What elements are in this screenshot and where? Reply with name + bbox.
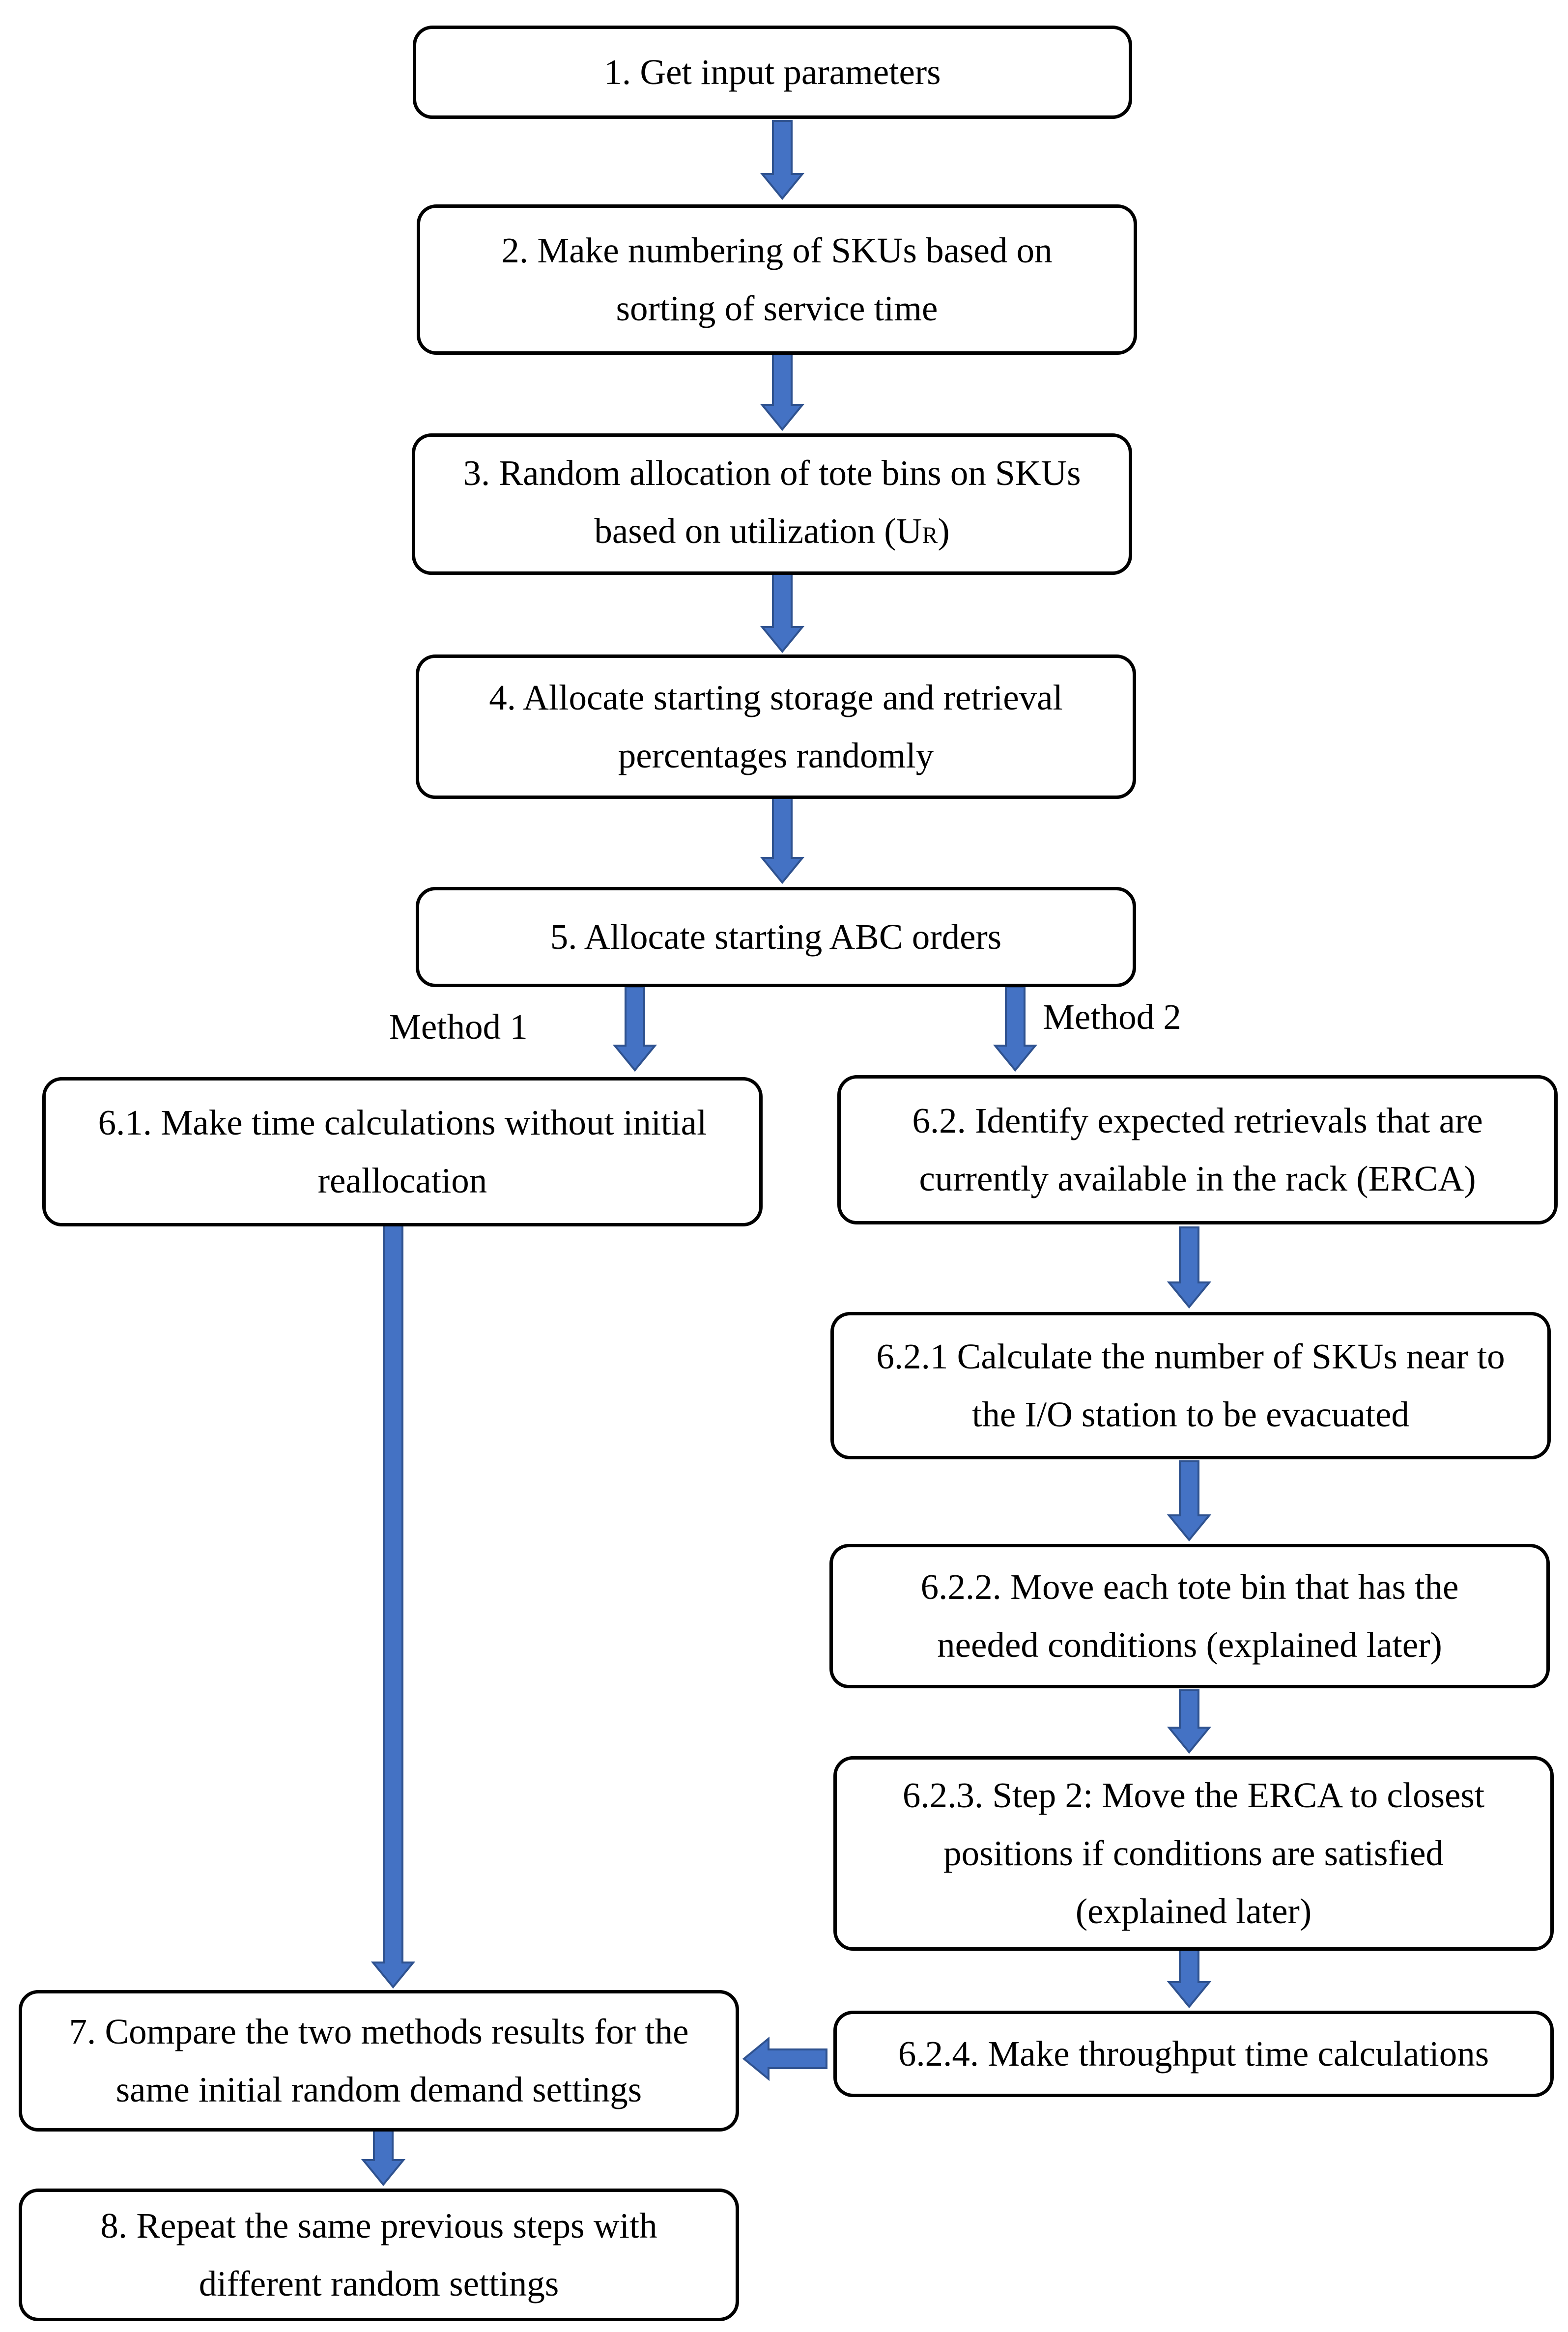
arrow-6-2-4-to-7 (742, 2036, 827, 2081)
step-6-2-3-box: 6.2.3. Step 2: Move the ERCA to closest … (833, 1756, 1554, 1951)
arrow-1-to-2 (760, 120, 805, 200)
step-3-text-end: ) (938, 511, 950, 551)
method-1-label: Method 1 (389, 1007, 528, 1047)
arrow-5-to-6-2 (993, 986, 1038, 1072)
step-6-2-box: 6.2. Identify expected retrievals that a… (837, 1075, 1558, 1224)
step-4-box: 4. Allocate starting storage and retriev… (416, 654, 1136, 799)
step-6-2-1-box: 6.2.1 Calculate the number of SKUs near … (830, 1312, 1551, 1459)
step-8-box: 8. Repeat the same previous steps with d… (19, 2189, 739, 2321)
method-2-label: Method 2 (1043, 997, 1181, 1037)
step-6-1-box: 6.1. Make time calculations without init… (42, 1077, 763, 1226)
step-1-box: 1. Get input parameters (413, 26, 1132, 119)
arrow-6-2-2-to-6-2-3 (1167, 1689, 1212, 1754)
step-2-text: 2. Make numbering of SKUs based on sorti… (501, 230, 1053, 328)
arrow-2-to-3 (760, 352, 805, 431)
step-7-box: 7. Compare the two methods results for t… (19, 1990, 739, 2132)
step-4-text: 4. Allocate starting storage and retriev… (489, 678, 1063, 775)
step-5-box: 5. Allocate starting ABC orders (416, 887, 1136, 987)
step-6-1-text: 6.1. Make time calculations without init… (98, 1103, 707, 1200)
step-2-box: 2. Make numbering of SKUs based on sorti… (417, 204, 1137, 355)
step-6-2-2-text: 6.2.2. Move each tote bin that has the n… (920, 1567, 1459, 1665)
step-3-box: 3. Random allocation of tote bins on SKU… (412, 433, 1132, 575)
step-1-text: 1. Get input parameters (604, 52, 941, 92)
step-3-text-main: 3. Random allocation of tote bins on SKU… (463, 453, 1081, 551)
arrow-6-2-1-to-6-2-2 (1167, 1460, 1212, 1542)
arrow-7-to-8 (361, 2128, 406, 2187)
step-6-2-4-box: 6.2.4. Make throughput time calculations (833, 2011, 1554, 2097)
step-3-subscript: R (922, 522, 938, 548)
step-8-text: 8. Repeat the same previous steps with d… (100, 2206, 657, 2304)
step-6-2-4-text: 6.2.4. Make throughput time calculations (898, 2034, 1489, 2074)
step-6-2-2-box: 6.2.2. Move each tote bin that has the n… (829, 1544, 1550, 1688)
arrow-4-to-5 (760, 797, 805, 884)
step-5-text: 5. Allocate starting ABC orders (550, 917, 1002, 957)
step-6-2-1-text: 6.2.1 Calculate the number of SKUs near … (876, 1337, 1505, 1434)
arrow-3-to-4 (760, 572, 805, 654)
step-6-2-3-text: 6.2.3. Step 2: Move the ERCA to closest … (902, 1775, 1485, 1931)
step-3-text: 3. Random allocation of tote bins on SKU… (463, 444, 1081, 565)
arrow-6-1-to-7 (371, 1222, 416, 1989)
arrow-6-2-to-6-2-1 (1167, 1226, 1212, 1309)
arrow-5-to-6-1 (612, 986, 657, 1072)
step-6-2-text: 6.2. Identify expected retrievals that a… (912, 1101, 1483, 1198)
arrow-6-2-3-to-6-2-4 (1167, 1948, 1212, 2009)
step-7-text: 7. Compare the two methods results for t… (69, 2012, 689, 2109)
